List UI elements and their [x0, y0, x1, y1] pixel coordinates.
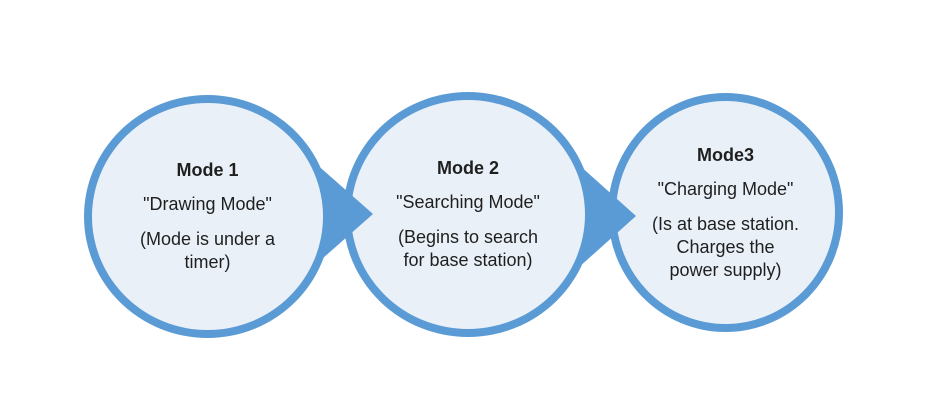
node-subtitle: "Drawing Mode" — [143, 194, 272, 214]
node-subtitle: "Searching Mode" — [396, 192, 540, 212]
node-description: (Mode is under a timer) — [139, 229, 276, 272]
node-mode-3: Mode3 "Charging Mode" (Is at base statio… — [608, 93, 843, 332]
node-mode-1: Mode 1 "Drawing Mode" (Mode is under a t… — [84, 95, 331, 338]
node-subtitle: "Charging Mode" — [657, 178, 794, 199]
node-description: (Begins to search for base station) — [397, 227, 539, 270]
node-title: Mode 1 — [176, 160, 239, 180]
node-mode-2: Mode 2 "Searching Mode" (Begins to searc… — [343, 92, 593, 337]
node-title: Mode3 — [696, 144, 754, 165]
node-title: Mode 2 — [436, 158, 499, 178]
node-description: (Is at base station. Charges the power s… — [651, 213, 800, 280]
